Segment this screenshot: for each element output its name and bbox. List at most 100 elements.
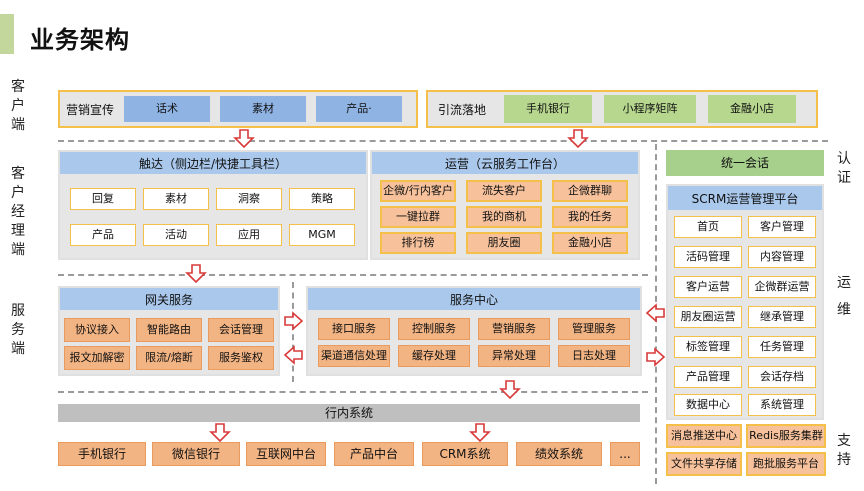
ops-item[interactable]: 我的商机 — [466, 206, 542, 228]
scrm-item[interactable]: 标签管理 — [674, 336, 742, 358]
scrm-item[interactable]: 数据中心 — [674, 394, 742, 416]
unified-session[interactable]: 统一会话 — [666, 150, 824, 176]
ops-item[interactable]: 企微群聊 — [552, 180, 628, 202]
page-title: 业务架构 — [30, 26, 130, 54]
bank-system-item[interactable]: 产品中台 — [334, 442, 414, 466]
gateway-title: 网关服务 — [60, 288, 278, 310]
support-item[interactable]: Redis服务集群 — [746, 424, 826, 448]
reach-item[interactable]: 应用 — [216, 224, 282, 246]
arrow-left-icon — [645, 303, 665, 323]
reach-title: 触达（侧边栏/快捷工具栏） — [60, 152, 366, 174]
side-label-service: 服务端 — [11, 303, 25, 357]
arrow-right-icon — [646, 347, 666, 367]
ops-item[interactable]: 我的任务 — [552, 206, 628, 228]
scrm-item[interactable]: 任务管理 — [748, 336, 816, 358]
marketing-item[interactable]: 话术 — [124, 96, 210, 122]
service-center-item[interactable]: 接口服务 — [318, 318, 390, 340]
gateway-item[interactable]: 服务鉴权 — [208, 346, 274, 370]
marketing-item[interactable]: 素材 — [220, 96, 306, 122]
gateway-item[interactable]: 智能路由 — [136, 318, 202, 342]
bank-system-more[interactable]: ... — [610, 442, 640, 466]
reach-item[interactable]: 洞察 — [216, 188, 282, 210]
separator-gateway-center — [292, 282, 294, 382]
scrm-item[interactable]: 企微群运营 — [748, 276, 816, 298]
gateway-group: 网关服务 协议接入 智能路由 会话管理 报文加解密 限流/熔断 服务鉴权 — [58, 286, 280, 376]
gateway-item[interactable]: 限流/熔断 — [136, 346, 202, 370]
landing-item[interactable]: 手机银行 — [504, 95, 592, 123]
landing-label: 引流落地 — [438, 102, 487, 117]
arrow-down-icon — [567, 129, 589, 149]
support-item[interactable]: 跑批服务平台 — [746, 452, 826, 476]
bank-system-item[interactable]: 微信银行 — [152, 442, 240, 466]
scrm-item[interactable]: 活码管理 — [674, 246, 742, 268]
scrm-item[interactable]: 客户运营 — [674, 276, 742, 298]
scrm-title: SCRM运营管理平台 — [668, 186, 822, 210]
service-center-title: 服务中心 — [308, 288, 640, 310]
arrow-down-icon — [185, 264, 207, 284]
service-center-group: 服务中心 接口服务 控制服务 营销服务 管理服务 渠道通信处理 缓存处理 异常处… — [306, 286, 642, 376]
landing-item[interactable]: 金融小店 — [708, 95, 796, 123]
reach-item[interactable]: 策略 — [289, 188, 355, 210]
service-center-item[interactable]: 缓存处理 — [398, 345, 470, 367]
ops-group: 运营（云服务工作台） 企微/行内客户 流失客户 企微群聊 一键拉群 我的商机 我… — [370, 150, 640, 260]
scrm-item[interactable]: 会话存档 — [748, 366, 816, 388]
title-accent-bar — [0, 14, 14, 54]
bank-system-item[interactable]: 绩效系统 — [516, 442, 602, 466]
service-center-item[interactable]: 管理服务 — [558, 318, 630, 340]
side-label-auth: 认证 — [837, 151, 851, 186]
ops-item[interactable]: 朋友圈 — [466, 232, 542, 254]
marketing-item[interactable]: 产品· — [316, 96, 402, 122]
service-center-item[interactable]: 日志处理 — [558, 345, 630, 367]
side-label-support: 支持 — [837, 433, 851, 468]
reach-group: 触达（侧边栏/快捷工具栏） 回复 素材 洞察 策略 产品 活动 应用 MGM — [58, 150, 368, 260]
side-label-client: 客户端 — [11, 79, 25, 133]
side-label-ops: 运维 — [837, 275, 851, 318]
ops-item[interactable]: 企微/行内客户 — [380, 180, 456, 202]
ops-item[interactable]: 排行榜 — [380, 232, 456, 254]
service-center-item[interactable]: 营销服务 — [478, 318, 550, 340]
ops-item[interactable]: 金融小店 — [552, 232, 628, 254]
gateway-item[interactable]: 报文加解密 — [64, 346, 130, 370]
bank-system-item[interactable]: CRM系统 — [422, 442, 508, 466]
bank-system-item[interactable]: 手机银行 — [58, 442, 146, 466]
reach-item[interactable]: 产品 — [70, 224, 136, 246]
scrm-item[interactable]: 继承管理 — [748, 306, 816, 328]
reach-item[interactable]: 活动 — [143, 224, 209, 246]
marketing-group: 营销宣传 话术 素材 产品· — [58, 90, 418, 128]
ops-item[interactable]: 一键拉群 — [380, 206, 456, 228]
bank-systems-bar: 行内系统 — [58, 404, 640, 422]
gateway-item[interactable]: 协议接入 — [64, 318, 130, 342]
support-item[interactable]: 文件共享存储 — [666, 452, 742, 476]
scrm-item[interactable]: 产品管理 — [674, 366, 742, 388]
marketing-label: 营销宣传 — [66, 102, 115, 117]
ops-item[interactable]: 流失客户 — [466, 180, 542, 202]
scrm-item[interactable]: 首页 — [674, 216, 742, 238]
separator-client-manager — [58, 140, 828, 142]
gateway-item[interactable]: 会话管理 — [208, 318, 274, 342]
ops-title: 运营（云服务工作台） — [372, 152, 638, 174]
scrm-item[interactable]: 朋友圈运营 — [674, 306, 742, 328]
reach-item[interactable]: MGM — [289, 224, 355, 246]
scrm-item[interactable]: 内容管理 — [748, 246, 816, 268]
separator-manager-service — [58, 274, 648, 276]
bank-system-item[interactable]: 互联网中台 — [246, 442, 326, 466]
separator-service-bank — [58, 391, 648, 393]
support-item[interactable]: 消息推送中心 — [666, 424, 742, 448]
scrm-platform-group: SCRM运营管理平台 首页 客户管理 活码管理 内容管理 客户运营 企微群运营 … — [666, 184, 824, 420]
arrow-down-icon — [209, 423, 231, 443]
side-label-manager: 客户经理端 — [11, 166, 25, 258]
arrow-down-icon — [499, 380, 521, 400]
service-center-item[interactable]: 渠道通信处理 — [318, 345, 390, 367]
arrow-down-icon — [469, 423, 491, 443]
landing-group: 引流落地 手机银行 小程序矩阵 金融小店 — [426, 90, 818, 128]
arrow-left-icon — [283, 345, 303, 365]
scrm-item[interactable]: 客户管理 — [748, 216, 816, 238]
arrow-down-icon — [233, 129, 255, 149]
scrm-item[interactable]: 系统管理 — [748, 394, 816, 416]
service-center-item[interactable]: 控制服务 — [398, 318, 470, 340]
service-center-item[interactable]: 异常处理 — [478, 345, 550, 367]
reach-item[interactable]: 回复 — [70, 188, 136, 210]
landing-item[interactable]: 小程序矩阵 — [604, 95, 696, 123]
arrow-right-icon — [284, 311, 304, 331]
reach-item[interactable]: 素材 — [143, 188, 209, 210]
